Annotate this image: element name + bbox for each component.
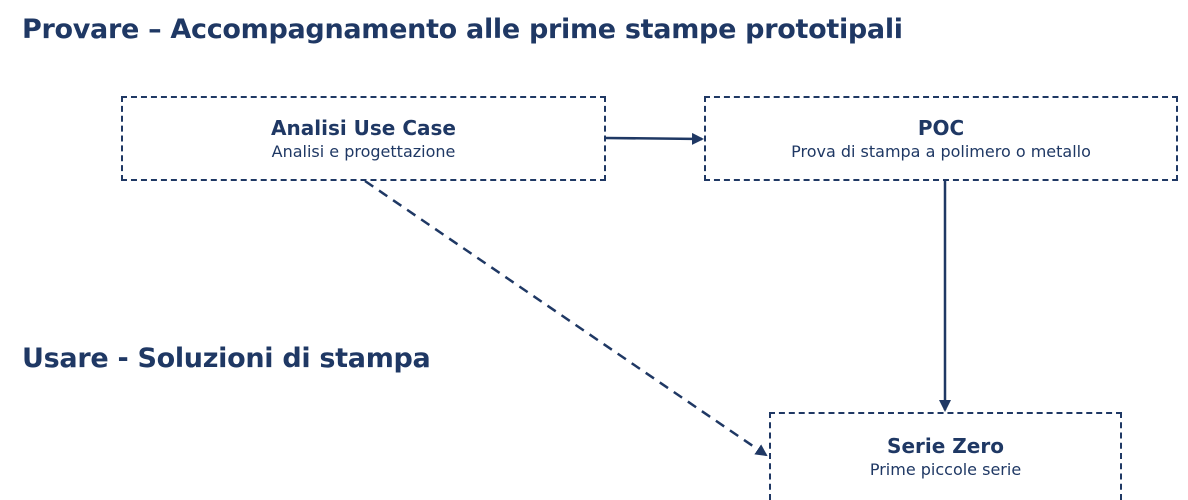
box-title: Analisi Use Case	[271, 115, 456, 140]
process-box-serie-zero: Serie Zero Prime piccole serie	[769, 412, 1122, 500]
box-subtitle: Analisi e progettazione	[271, 141, 456, 161]
box-subtitle: Prova di stampa a polimero o metallo	[791, 141, 1091, 161]
box-subtitle: Prime piccole serie	[869, 460, 1022, 479]
arrow-analisi-to-serie-zero-dashed	[364, 179, 768, 457]
section-heading-provare: Provare – Accompagnamento alle prime sta…	[22, 14, 903, 45]
box-title: POC	[917, 115, 965, 140]
section-heading-usare: Usare - Soluzioni di stampa	[22, 343, 431, 374]
arrow-analisi-to-poc	[605, 132, 704, 145]
process-box-analisi-use-case: Analisi Use Case Analisi e progettazione	[121, 96, 606, 181]
process-box-poc: POC Prova di stampa a polimero o metallo	[704, 96, 1178, 181]
box-title: Serie Zero	[887, 434, 1004, 458]
